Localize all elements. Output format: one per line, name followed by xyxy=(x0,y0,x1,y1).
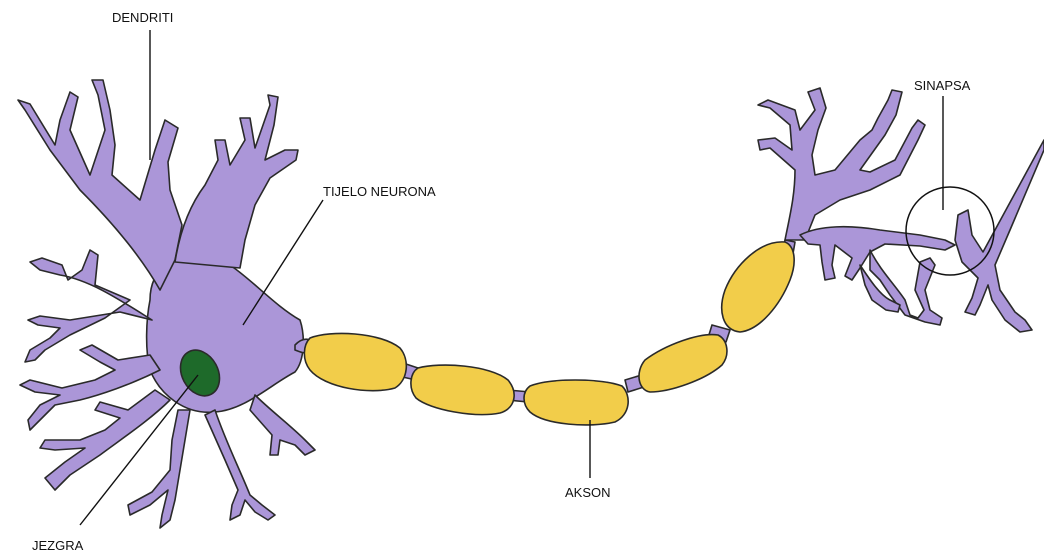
cell-body-shape xyxy=(147,254,304,412)
postsynaptic-neuron xyxy=(955,140,1044,332)
myelin-segment xyxy=(722,242,794,332)
axon-terminal xyxy=(758,88,955,325)
myelin-segment xyxy=(304,333,406,390)
neuron-soma xyxy=(18,80,315,528)
myelin-segment xyxy=(524,380,628,425)
myelin-segment xyxy=(411,365,514,414)
synapse-circle xyxy=(906,187,994,275)
terminal-branch-upper xyxy=(758,88,925,240)
dendrite-bottom-left xyxy=(40,390,170,490)
dendrite-top xyxy=(175,95,298,268)
tijelo-neurona-leader-line xyxy=(243,200,323,325)
label-tijelo-neurona: TIJELO NEURONA xyxy=(323,184,436,199)
myelin-segment xyxy=(639,335,727,392)
label-sinapsa: SINAPSA xyxy=(914,78,971,93)
postsynaptic-dendrite xyxy=(955,140,1044,332)
label-dendriti: DENDRITI xyxy=(112,10,173,25)
label-jezgra: JEZGRA xyxy=(32,538,84,551)
dendrite-right-lower xyxy=(250,395,315,455)
terminal-branch-lower xyxy=(870,250,942,325)
dendrite-left xyxy=(25,250,152,362)
label-akson: AKSON xyxy=(565,485,611,500)
